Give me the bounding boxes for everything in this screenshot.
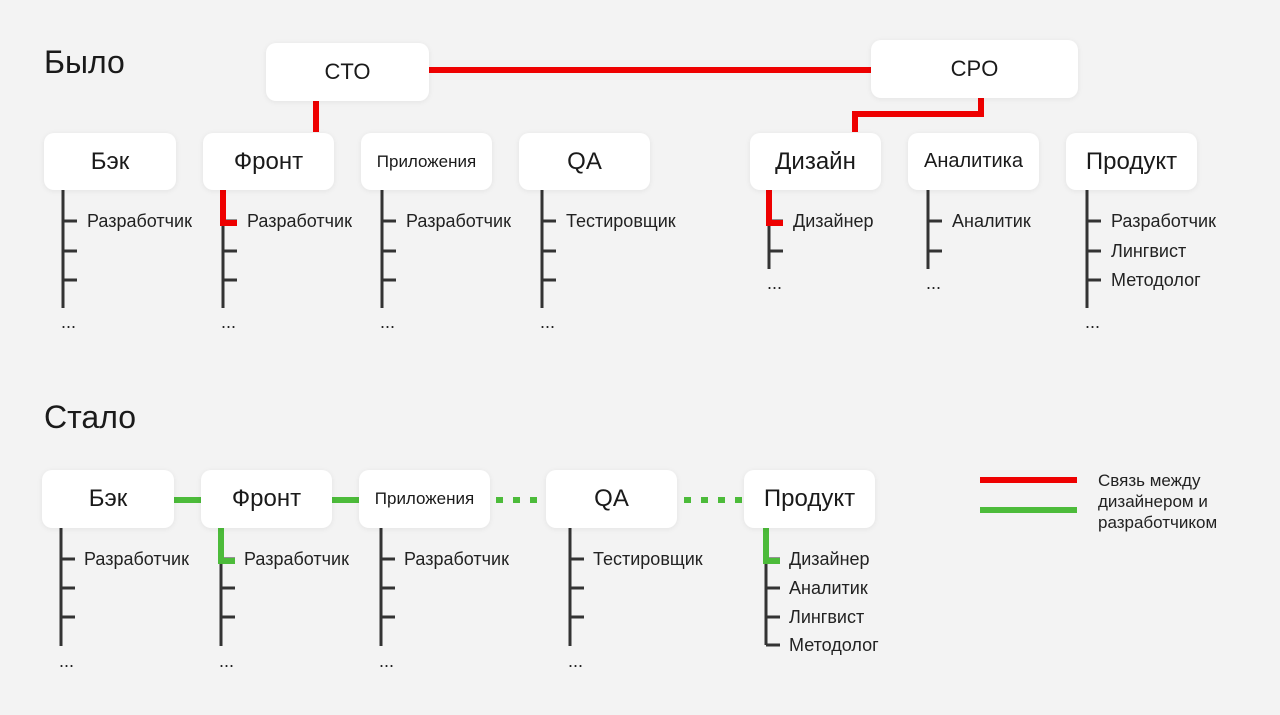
cpo-design-connector xyxy=(852,98,984,132)
ellipsis-before-6: ... xyxy=(1085,312,1101,332)
role-label-before-4-0: Дизайнер xyxy=(793,211,874,231)
role-label-before-6-0: Разработчик xyxy=(1111,211,1216,231)
cpo-box: CPO xyxy=(871,40,1078,98)
role-label-before-2-0: Разработчик xyxy=(406,211,511,231)
role-label-before-5-0: Аналитик xyxy=(952,211,1031,231)
ellipsis-after-2: ... xyxy=(379,651,395,671)
ellipsis-after-1: ... xyxy=(219,651,235,671)
cto-box: CTO xyxy=(266,43,429,101)
green-link-after-1 xyxy=(218,528,235,564)
team-box-before-2: Приложения xyxy=(361,133,492,190)
ellipsis-before-5: ... xyxy=(926,273,942,293)
role-label-after-1-0: Разработчик xyxy=(244,549,349,569)
role-label-after-0-0: Разработчик xyxy=(84,549,189,569)
role-label-after-4-0: Дизайнер xyxy=(789,549,870,569)
team-box-before-6: Продукт xyxy=(1066,133,1197,190)
team-box-before-1: Фронт xyxy=(203,133,334,190)
legend-text: Связь между дизайнером и разработчиком xyxy=(1098,471,1218,532)
role-label-before-3-0: Тестировщик xyxy=(566,211,676,231)
ellipsis-before-4: ... xyxy=(767,273,783,293)
team-box-after-3: QA xyxy=(546,470,677,528)
role-label-after-4-3: Методолог xyxy=(789,635,879,655)
role-label-after-2-0: Разработчик xyxy=(404,549,509,569)
team-box-before-3: QA xyxy=(519,133,650,190)
ellipsis-after-3: ... xyxy=(568,651,584,671)
ellipsis-before-1: ... xyxy=(221,312,237,332)
team-box-before-0: Бэк xyxy=(44,133,176,190)
red-link-before-4 xyxy=(766,190,783,226)
role-label-before-6-2: Методолог xyxy=(1111,270,1201,290)
team-box-after-4: Продукт xyxy=(744,470,875,528)
ellipsis-after-0: ... xyxy=(59,651,75,671)
role-label-before-6-1: Лингвист xyxy=(1111,241,1187,261)
green-link-after-4 xyxy=(763,528,780,564)
ellipsis-before-3: ... xyxy=(540,312,556,332)
team-box-before-5: Аналитика xyxy=(908,133,1039,190)
team-box-after-0: Бэк xyxy=(42,470,174,528)
team-box-before-4: Дизайн xyxy=(750,133,881,190)
role-label-before-0-0: Разработчик xyxy=(87,211,192,231)
team-box-after-1: Фронт xyxy=(201,470,332,528)
ellipsis-before-0: ... xyxy=(61,312,77,332)
section-title-after: Стало xyxy=(44,399,137,435)
team-box-after-2: Приложения xyxy=(359,470,490,528)
role-label-after-4-1: Аналитик xyxy=(789,578,868,598)
red-link-before-1 xyxy=(220,190,237,226)
role-label-after-4-2: Лингвист xyxy=(789,607,865,627)
section-title-before: Было xyxy=(44,44,125,80)
ellipsis-before-2: ... xyxy=(380,312,396,332)
role-label-before-1-0: Разработчик xyxy=(247,211,352,231)
role-label-after-3-0: Тестировщик xyxy=(593,549,703,569)
